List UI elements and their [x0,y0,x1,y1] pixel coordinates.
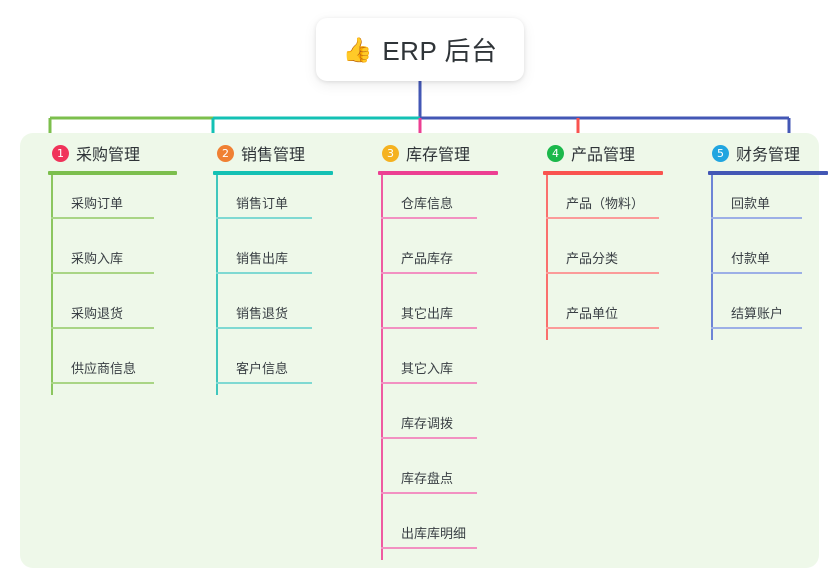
leaf-rule [51,217,154,219]
leaf-node[interactable]: 产品（物料） [546,175,659,219]
leaf-label: 销售出库 [236,251,289,266]
branch-spine-1 [51,175,53,395]
leaf-rule [216,272,312,274]
branch-badge-2: 2 [217,144,234,162]
leaf-rule [216,327,312,329]
leaf-label: 库存盘点 [401,471,454,486]
leaf-label: 销售订单 [236,196,289,211]
leaf-rule [51,327,154,329]
branch-title-2: 销售管理 [241,147,306,164]
branch-title-1: 采购管理 [76,147,141,164]
leaf-node[interactable]: 采购入库 [51,230,154,274]
leaf-node[interactable]: 付款单 [711,230,802,274]
leaf-node[interactable]: 仓库信息 [381,175,477,219]
leaf-node[interactable]: 库存盘点 [381,450,477,494]
leaf-label: 库存调拨 [401,416,454,431]
branch-header-1[interactable]: 1 采购管理 [52,141,140,165]
leaf-node[interactable]: 其它入库 [381,340,477,384]
leaf-node[interactable]: 销售出库 [216,230,312,274]
leaf-label: 付款单 [731,251,771,266]
leaf-node[interactable]: 供应商信息 [51,340,154,384]
branch-rule-5 [708,171,828,175]
leaf-label: 采购订单 [71,196,124,211]
leaf-node[interactable]: 其它出库 [381,285,477,329]
leaf-rule [216,217,312,219]
leaf-node[interactable]: 产品单位 [546,285,659,329]
leaf-node[interactable]: 采购订单 [51,175,154,219]
branch-rule-1 [48,171,177,175]
leaf-rule [711,272,802,274]
leaf-rule [711,327,802,329]
branch-spine-5 [711,175,713,340]
branch-rule-3 [378,171,498,175]
leaf-rule [381,547,477,549]
leaf-rule [381,217,477,219]
leaf-rule [381,492,477,494]
leaf-node[interactable]: 出库库明细 [381,505,477,549]
branch-title-4: 产品管理 [571,147,636,164]
root-title: ERP 后台 [382,36,498,66]
leaf-label: 产品库存 [401,251,454,266]
leaf-rule [546,272,659,274]
leaf-rule [381,272,477,274]
leaf-label: 销售退货 [236,306,289,321]
leaf-rule [381,437,477,439]
leaf-node[interactable]: 客户信息 [216,340,312,384]
branches-panel: 1 采购管理采购订单采购入库采购退货供应商信息 2 销售管理销售订单销售出库销售退货客… [20,133,828,568]
branch-header-5[interactable]: 5 财务管理 [712,141,800,165]
branch-header-2[interactable]: 2 销售管理 [217,141,305,165]
branch-spine-3 [381,175,383,560]
branch-badge-3: 3 [382,144,399,162]
leaf-label: 产品（物料） [566,196,645,211]
branch-badge-4: 4 [547,144,564,162]
branch-badge-1: 1 [52,144,69,162]
branch-title-5: 财务管理 [736,147,801,164]
branch-badge-5: 5 [712,144,729,162]
branch-spine-2 [216,175,218,395]
leaf-node[interactable]: 产品分类 [546,230,659,274]
leaf-node[interactable]: 销售订单 [216,175,312,219]
leaf-label: 供应商信息 [71,361,137,376]
leaf-label: 采购退货 [71,306,124,321]
branch-spine-4 [546,175,548,340]
branch-rule-2 [213,171,333,175]
leaf-rule [216,382,312,384]
leaf-node[interactable]: 销售退货 [216,285,312,329]
branch-title-3: 库存管理 [406,147,471,164]
leaf-rule [381,327,477,329]
leaf-node[interactable]: 采购退货 [51,285,154,329]
leaf-rule [51,272,154,274]
branch-rule-4 [543,171,663,175]
leaf-label: 其它入库 [401,361,454,376]
leaf-node[interactable]: 库存调拨 [381,395,477,439]
thumbs-up-icon: 👍 [342,35,373,64]
leaf-label: 客户信息 [236,361,289,376]
leaf-label: 出库库明细 [401,526,467,541]
leaf-rule [711,217,802,219]
leaf-label: 仓库信息 [401,196,454,211]
leaf-node[interactable]: 结算账户 [711,285,802,329]
leaf-rule [546,327,659,329]
leaf-rule [546,217,659,219]
branch-header-4[interactable]: 4 产品管理 [547,141,635,165]
root-node[interactable]: 👍 ERP 后台 [316,18,524,81]
leaf-node[interactable]: 回款单 [711,175,802,219]
leaf-label: 产品分类 [566,251,619,266]
leaf-rule [381,382,477,384]
leaf-node[interactable]: 产品库存 [381,230,477,274]
leaf-rule [51,382,154,384]
leaf-label: 结算账户 [731,306,784,321]
leaf-label: 采购入库 [71,251,124,266]
leaf-label: 其它出库 [401,306,454,321]
leaf-label: 产品单位 [566,306,619,321]
branch-header-3[interactable]: 3 库存管理 [382,141,470,165]
leaf-label: 回款单 [731,196,771,211]
